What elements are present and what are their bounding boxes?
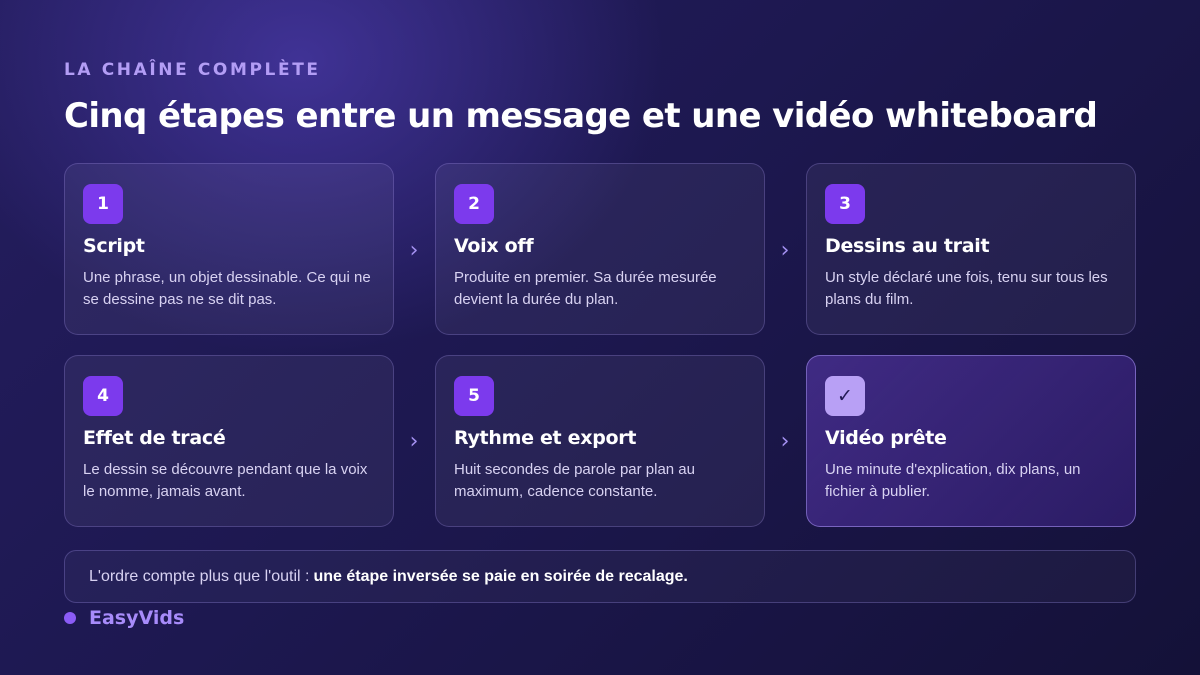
takeaway-note: L'ordre compte plus que l'outil : une ét… xyxy=(64,550,1136,603)
brand-dot-icon xyxy=(64,612,76,624)
step-title: Voix off xyxy=(454,235,534,257)
step-title: Effet de tracé xyxy=(83,427,226,449)
step-description: Le dessin se découvre pendant que la voi… xyxy=(83,461,368,500)
brand-footer: EasyVids xyxy=(64,607,184,629)
note-emphasis: une étape inversée se paie en soirée de … xyxy=(313,567,688,585)
step-number-badge: 5 xyxy=(454,376,494,416)
step-title: Dessins au trait xyxy=(825,235,990,257)
step-description: Un style déclaré une fois, tenu sur tous… xyxy=(825,269,1108,308)
step-card-effet-trace: 4 Effet de tracé Le dessin se découvre p… xyxy=(64,355,394,527)
step-card-rythme-export: 5 Rythme et export Huit secondes de paro… xyxy=(435,355,765,527)
step-card-script: 1 Script Une phrase, un objet dessinable… xyxy=(64,163,394,335)
checkmark-icon: ✓ xyxy=(825,376,865,416)
step-number-badge: 3 xyxy=(825,184,865,224)
note-prefix: L'ordre compte plus que l'outil : xyxy=(89,567,310,585)
step-card-dessins: 3 Dessins au trait Un style déclaré une … xyxy=(806,163,1136,335)
section-eyebrow: LA CHAÎNE COMPLÈTE xyxy=(64,60,321,80)
step-number-badge: 2 xyxy=(454,184,494,224)
step-number-badge: 1 xyxy=(83,184,123,224)
chevron-right-icon: › xyxy=(409,238,419,263)
chevron-right-icon: › xyxy=(409,429,419,454)
step-title: Script xyxy=(83,235,145,257)
step-description: Huit secondes de parole par plan au maxi… xyxy=(454,461,695,500)
step-card-voix-off: 2 Voix off Produite en premier. Sa durée… xyxy=(435,163,765,335)
step-title: Rythme et export xyxy=(454,427,637,449)
step-title: Vidéo prête xyxy=(825,427,947,449)
step-number-badge: 4 xyxy=(83,376,123,416)
chevron-right-icon: › xyxy=(780,429,790,454)
brand-name: EasyVids xyxy=(89,607,185,629)
step-description: Une phrase, un objet dessinable. Ce qui … xyxy=(83,269,371,308)
step-card-video-prete: ✓ Vidéo prête Une minute d'explication, … xyxy=(806,355,1136,527)
step-description: Produite en premier. Sa durée mesurée de… xyxy=(454,269,717,308)
chevron-right-icon: › xyxy=(780,238,790,263)
step-description: Une minute d'explication, dix plans, un … xyxy=(825,461,1081,500)
page-title: Cinq étapes entre un message et une vidé… xyxy=(64,96,1098,136)
